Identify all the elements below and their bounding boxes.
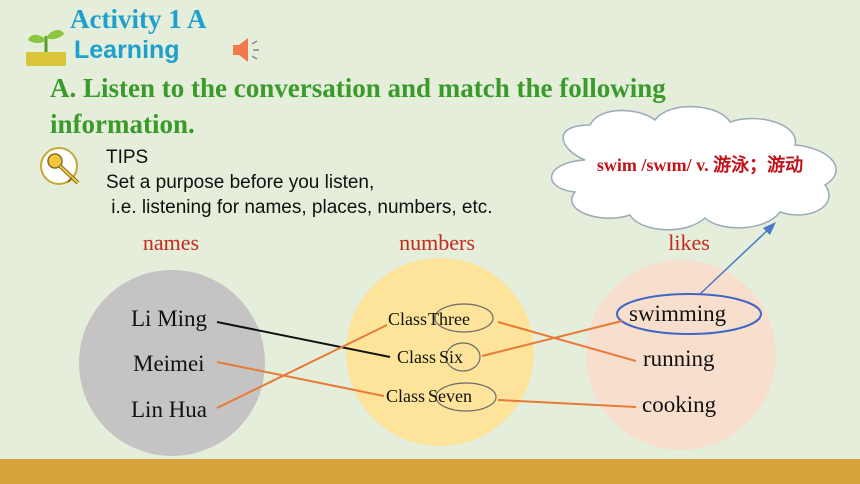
- category-likes: likes: [668, 230, 710, 255]
- names-circle: [79, 270, 265, 456]
- line-meimei-seven: [216, 361, 385, 397]
- class-prefix: Class: [397, 347, 437, 367]
- like-running[interactable]: running: [643, 346, 715, 371]
- speaker-icon[interactable]: [233, 38, 259, 62]
- class-three[interactable]: ClassThree: [388, 309, 470, 330]
- class-three-word: Three: [428, 309, 470, 329]
- class-six-word: Six: [439, 347, 464, 367]
- class-prefix: Class: [388, 309, 428, 329]
- like-cooking[interactable]: cooking: [642, 392, 717, 417]
- tips-title: TIPS: [106, 147, 149, 168]
- category-names: names: [142, 230, 200, 255]
- like-swimming[interactable]: swimming: [629, 301, 727, 326]
- class-seven-word: Seven: [428, 386, 473, 406]
- name-meimei[interactable]: Meimei: [133, 351, 205, 376]
- activity-title: Activity 1 A: [70, 4, 207, 34]
- cloud-definition: swim /swɪm/ v. 游泳；游动: [596, 155, 804, 175]
- category-numbers: numbers: [399, 230, 475, 255]
- key-icon: [40, 147, 80, 185]
- oval-three: [434, 303, 494, 333]
- class-prefix: Class: [386, 386, 426, 406]
- sprout-icon: [26, 29, 66, 66]
- line-six-swimming: [481, 320, 623, 357]
- footer-bar: [0, 459, 860, 484]
- line-seven-cooking: [497, 399, 637, 408]
- oval-swimming: [616, 293, 762, 335]
- likes-circle: [586, 260, 776, 450]
- numbers-circle: [346, 258, 534, 446]
- tips-line-2: i.e. listening for names, places, number…: [106, 197, 493, 218]
- name-lin-hua[interactable]: Lin Hua: [131, 397, 208, 422]
- line-three-running: [497, 321, 637, 362]
- name-li-ming[interactable]: Li Ming: [131, 306, 208, 331]
- arrow-swimming-cloud: [699, 226, 772, 295]
- cloud-shape: [550, 106, 837, 231]
- tips-line-1: Set a purpose before you listen,: [106, 172, 375, 193]
- line-liming-six: [216, 321, 391, 358]
- line-linhua-three: [216, 324, 388, 409]
- oval-six: [445, 342, 481, 372]
- learning-title: Learning: [74, 36, 180, 64]
- oval-seven: [435, 382, 497, 412]
- arrow-head: [763, 222, 776, 235]
- instruction-heading: A. Listen to the conversation and match …: [50, 73, 666, 139]
